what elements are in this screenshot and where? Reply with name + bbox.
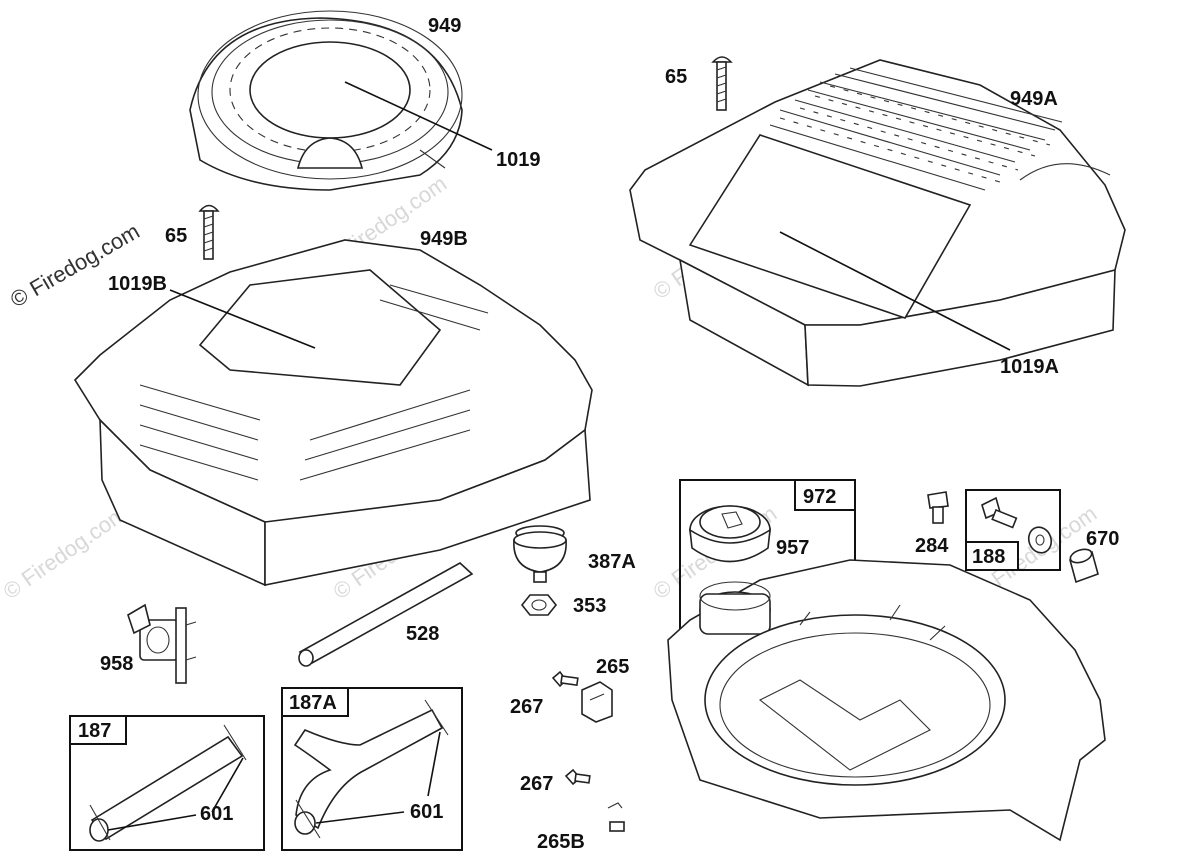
- label-188: 188: [972, 546, 1005, 568]
- kit-972-tag: [794, 479, 856, 511]
- kit-188-tag: [965, 541, 1019, 571]
- part-528-tube: [298, 562, 474, 667]
- part-353-nut: [520, 594, 558, 616]
- label-949B: 949B: [420, 228, 468, 250]
- part-265B-clip: [607, 802, 625, 832]
- part-601-hose-bent: [293, 699, 449, 839]
- watermark-main: © Firedog.com: [6, 218, 144, 312]
- part-958-valve: [127, 603, 197, 684]
- part-284-screw: [927, 491, 949, 524]
- label-353: 353: [573, 595, 606, 617]
- leader-1019A: [779, 231, 1011, 351]
- label-65-left: 65: [165, 225, 187, 247]
- label-265: 265: [596, 656, 629, 678]
- label-949: 949: [428, 15, 461, 37]
- leader-601-a1: [211, 757, 244, 813]
- part-949A-shroud: [629, 59, 1126, 387]
- label-187: 187: [78, 720, 111, 742]
- label-1019: 1019: [496, 149, 541, 171]
- label-267-b: 267: [520, 773, 553, 795]
- leader-601-a2: [107, 814, 197, 831]
- label-949A: 949A: [1010, 88, 1058, 110]
- part-65-screw-top: [711, 56, 733, 111]
- kit-187-tag: [69, 715, 127, 745]
- label-601-a: 601: [200, 803, 233, 825]
- part-601-hose-straight: [89, 724, 247, 842]
- leader-601-b1: [427, 731, 441, 797]
- part-267-screw-a: [551, 670, 579, 688]
- part-949B-shroud: [73, 239, 593, 587]
- label-65-top: 65: [665, 66, 687, 88]
- leader-1019B: [169, 289, 316, 349]
- label-670: 670: [1086, 528, 1119, 550]
- fuel-tank-base: [667, 559, 1106, 842]
- kit-187A-tag: [281, 687, 349, 717]
- label-958: 958: [100, 653, 133, 675]
- label-284: 284: [915, 535, 949, 557]
- kit-187A-box: [281, 687, 463, 851]
- kit-187-box: [69, 715, 265, 851]
- part-957-fuel-cap: [689, 505, 771, 563]
- label-957: 957: [776, 537, 809, 559]
- label-267-a: 267: [510, 696, 543, 718]
- part-670-spacer: [1069, 548, 1099, 584]
- label-187A: 187A: [289, 692, 337, 714]
- label-528: 528: [406, 623, 439, 645]
- part-65-screw-left: [198, 204, 220, 260]
- part-188-bolt-washer: [981, 496, 1053, 554]
- part-265-clip: [581, 681, 613, 723]
- label-601-b: 601: [410, 801, 443, 823]
- leader-601-b2: [315, 811, 405, 824]
- leader-1019: [344, 81, 493, 151]
- label-265B: 265B: [537, 831, 585, 853]
- part-267-screw-b: [564, 768, 591, 786]
- label-1019A: 1019A: [1000, 356, 1059, 378]
- watermark-faint-4: © Firedog.com: [0, 501, 131, 604]
- label-972: 972: [803, 486, 836, 508]
- label-387A: 387A: [588, 551, 636, 573]
- label-1019B: 1019B: [108, 273, 167, 295]
- part-387A-cap: [513, 525, 567, 583]
- part-949-round-grille: [189, 10, 463, 191]
